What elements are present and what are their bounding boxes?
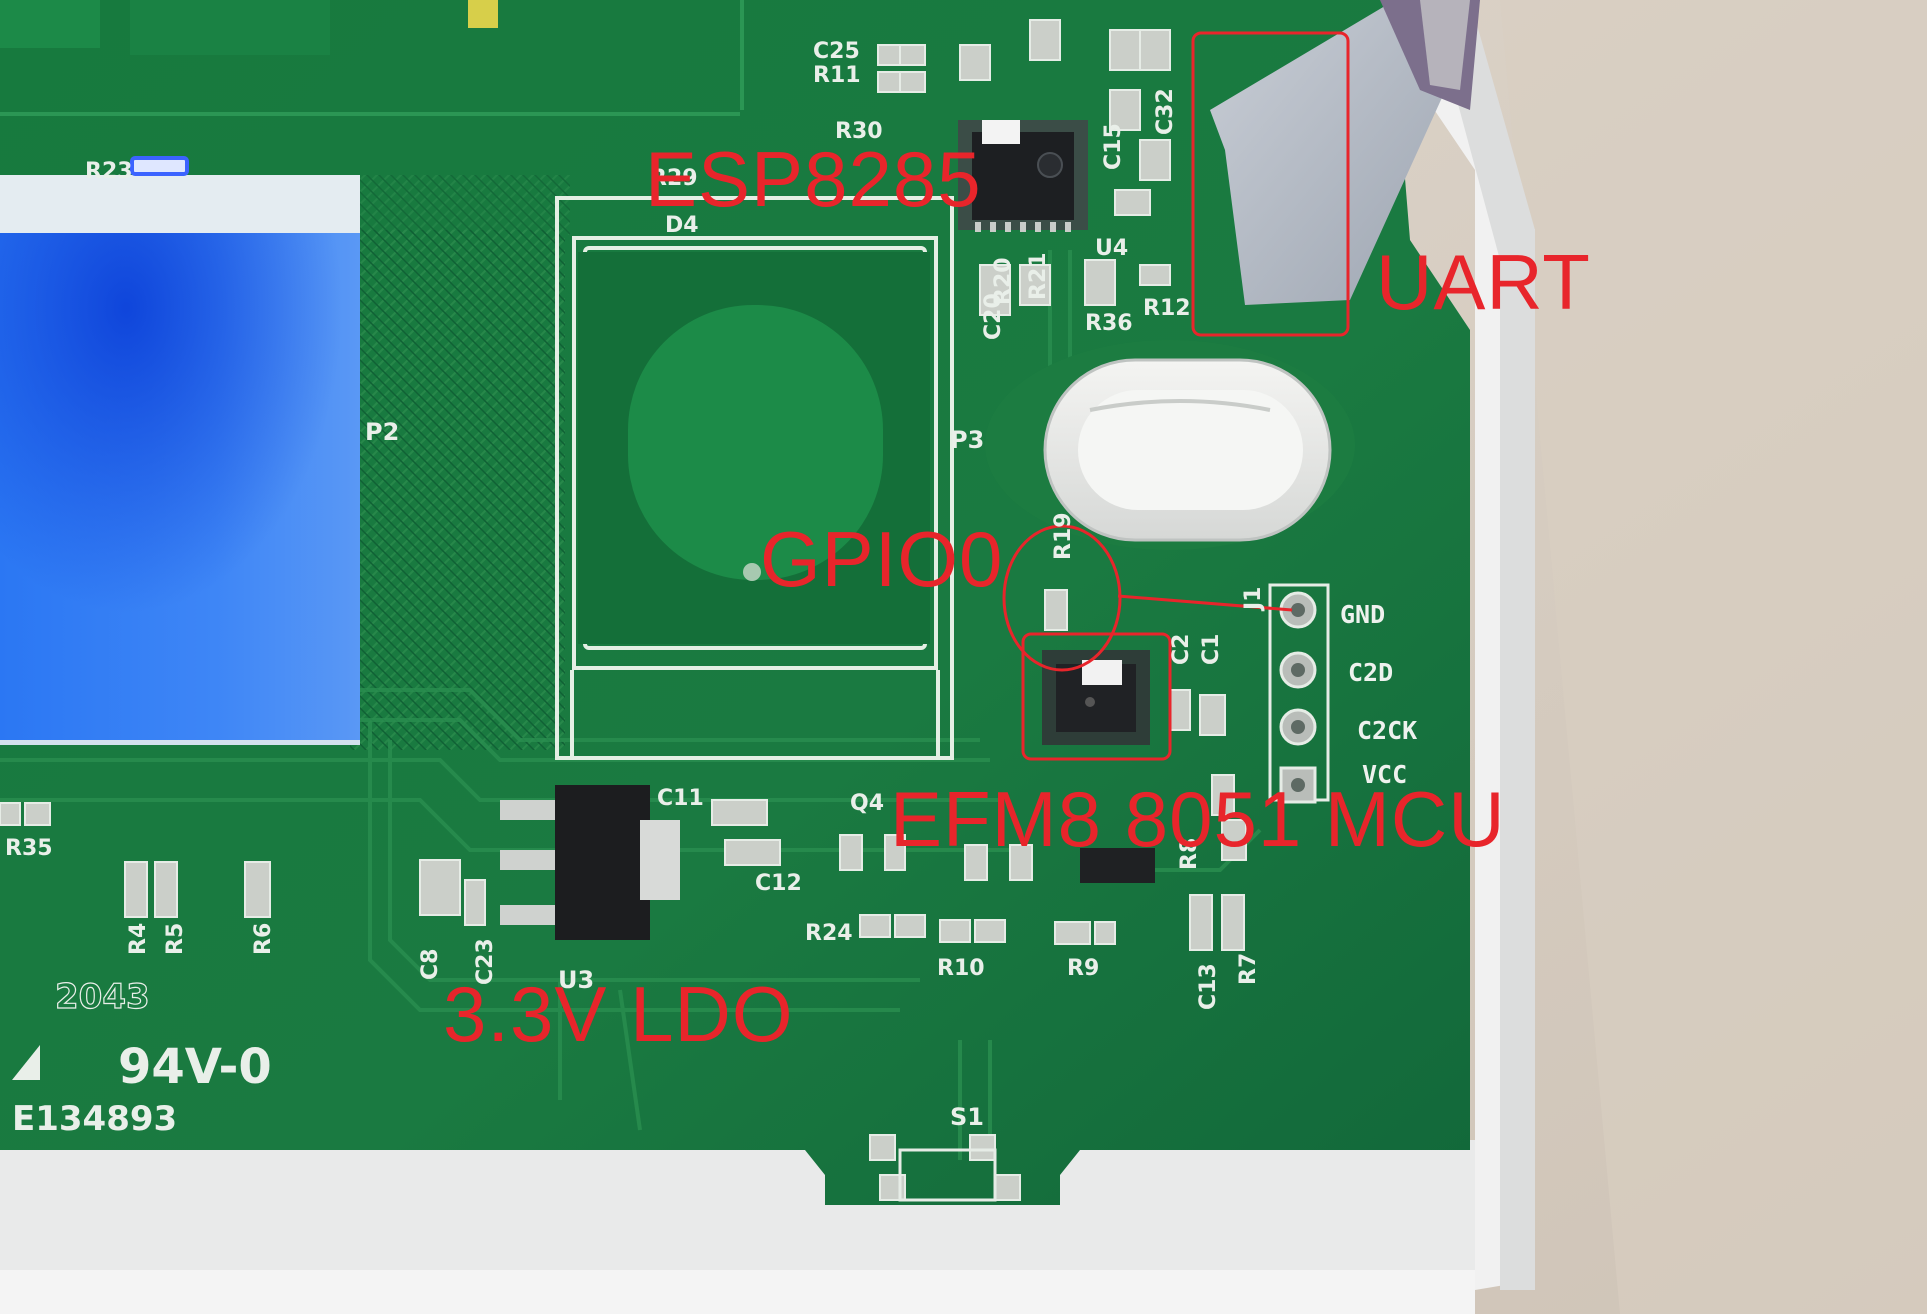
silk-ref-r35: R35 <box>5 836 53 861</box>
pin-label-vcc: VCC <box>1362 760 1408 789</box>
silk-ref-r12: R12 <box>1143 296 1191 321</box>
silk-ref-c20: C20 <box>981 293 1006 340</box>
pin-label-gnd: GND <box>1340 600 1386 629</box>
silk-ref-r30: R30 <box>835 119 883 144</box>
silk-ref-c15: C15 <box>1101 123 1126 170</box>
led <box>130 156 189 176</box>
silk-cert: E134893 <box>12 1099 177 1139</box>
silk-ref-c25: C25 <box>813 39 860 64</box>
enclosure-frame <box>0 0 1535 1314</box>
silk-ref-r24: R24 <box>805 921 853 946</box>
ground-hatch <box>350 230 565 750</box>
efm8-chip <box>1042 650 1150 745</box>
silk-ref-r6: R6 <box>251 923 276 955</box>
silk-ref-q4: Q4 <box>850 791 884 816</box>
silk-ul-mark: 94V-0 <box>118 1039 272 1095</box>
pin-label-c2d: C2D <box>1348 658 1394 687</box>
label-uart: UART <box>1376 238 1591 326</box>
silk-switch: S1 <box>950 1103 984 1131</box>
silk-ref-r10: R10 <box>937 956 985 981</box>
silk-ref-u4: U4 <box>1095 236 1128 261</box>
silk-ref-c32: C32 <box>1153 88 1178 135</box>
label-gpio0: GPIO0 <box>760 515 1004 603</box>
silk-ref-r9: R9 <box>1067 956 1099 981</box>
silk-ref-c1: C1 <box>1199 634 1224 665</box>
label-efm8: EFM8 8051 MCU <box>890 775 1506 863</box>
silk-ref-c13: C13 <box>1196 963 1221 1010</box>
pin-label-c2ck: C2CK <box>1357 716 1418 745</box>
silk-ref-r19: R19 <box>1051 512 1076 560</box>
annotation-shapes <box>1002 31 1350 761</box>
j1-header <box>1268 583 1330 804</box>
silk-ref-r23: R23 <box>85 159 133 184</box>
silk-ref-c12: C12 <box>755 871 802 896</box>
silk-connector: J1 <box>1241 587 1266 613</box>
mounting-hole <box>985 340 1355 550</box>
silk-ref-d4: D4 <box>665 213 699 238</box>
silk-ref-c8: C8 <box>418 949 443 980</box>
label-esp8285: ESP8285 <box>645 135 982 223</box>
silk-regulator: U3 <box>558 966 594 994</box>
uart-wire-tape <box>1210 0 1480 305</box>
silk-ref-r21: R21 <box>1026 252 1051 300</box>
silk-date: 2043 <box>55 977 150 1017</box>
silk-ref-c11: C11 <box>657 786 704 811</box>
switch-s1 <box>898 1148 997 1202</box>
transistor-ic <box>1080 848 1155 883</box>
silk-ref-r8: R8 <box>1177 838 1202 870</box>
silk-ref-r29: R29 <box>650 166 698 191</box>
silk-ref-r7: R7 <box>1236 953 1261 985</box>
uart-box <box>1191 31 1350 337</box>
silkscreen: 94V-0 E134893 2043 S1 U3 P3 P2 J1 C25R11… <box>5 39 1266 1139</box>
efm8-box <box>1021 632 1172 761</box>
silk-ref-c23: C23 <box>473 938 498 985</box>
silk-ref-r36: R36 <box>1085 311 1133 336</box>
ldo-regulator <box>500 785 680 940</box>
lcd-panel <box>0 175 360 745</box>
silk-ref-r5: R5 <box>163 923 188 955</box>
silk-ref-c2: C2 <box>1169 634 1194 665</box>
esp8285-chip <box>958 120 1088 232</box>
silk-ref-r11: R11 <box>813 63 861 88</box>
silk-antenna: P3 <box>950 426 984 454</box>
gpio0-circle <box>1002 524 1122 672</box>
silk-ref-r20: R20 <box>991 257 1016 305</box>
silk-ref-r4: R4 <box>126 923 151 955</box>
silk-pad: P2 <box>365 418 399 446</box>
label-ldo: 3.3V LDO <box>443 970 794 1058</box>
antenna-pad <box>628 305 883 580</box>
